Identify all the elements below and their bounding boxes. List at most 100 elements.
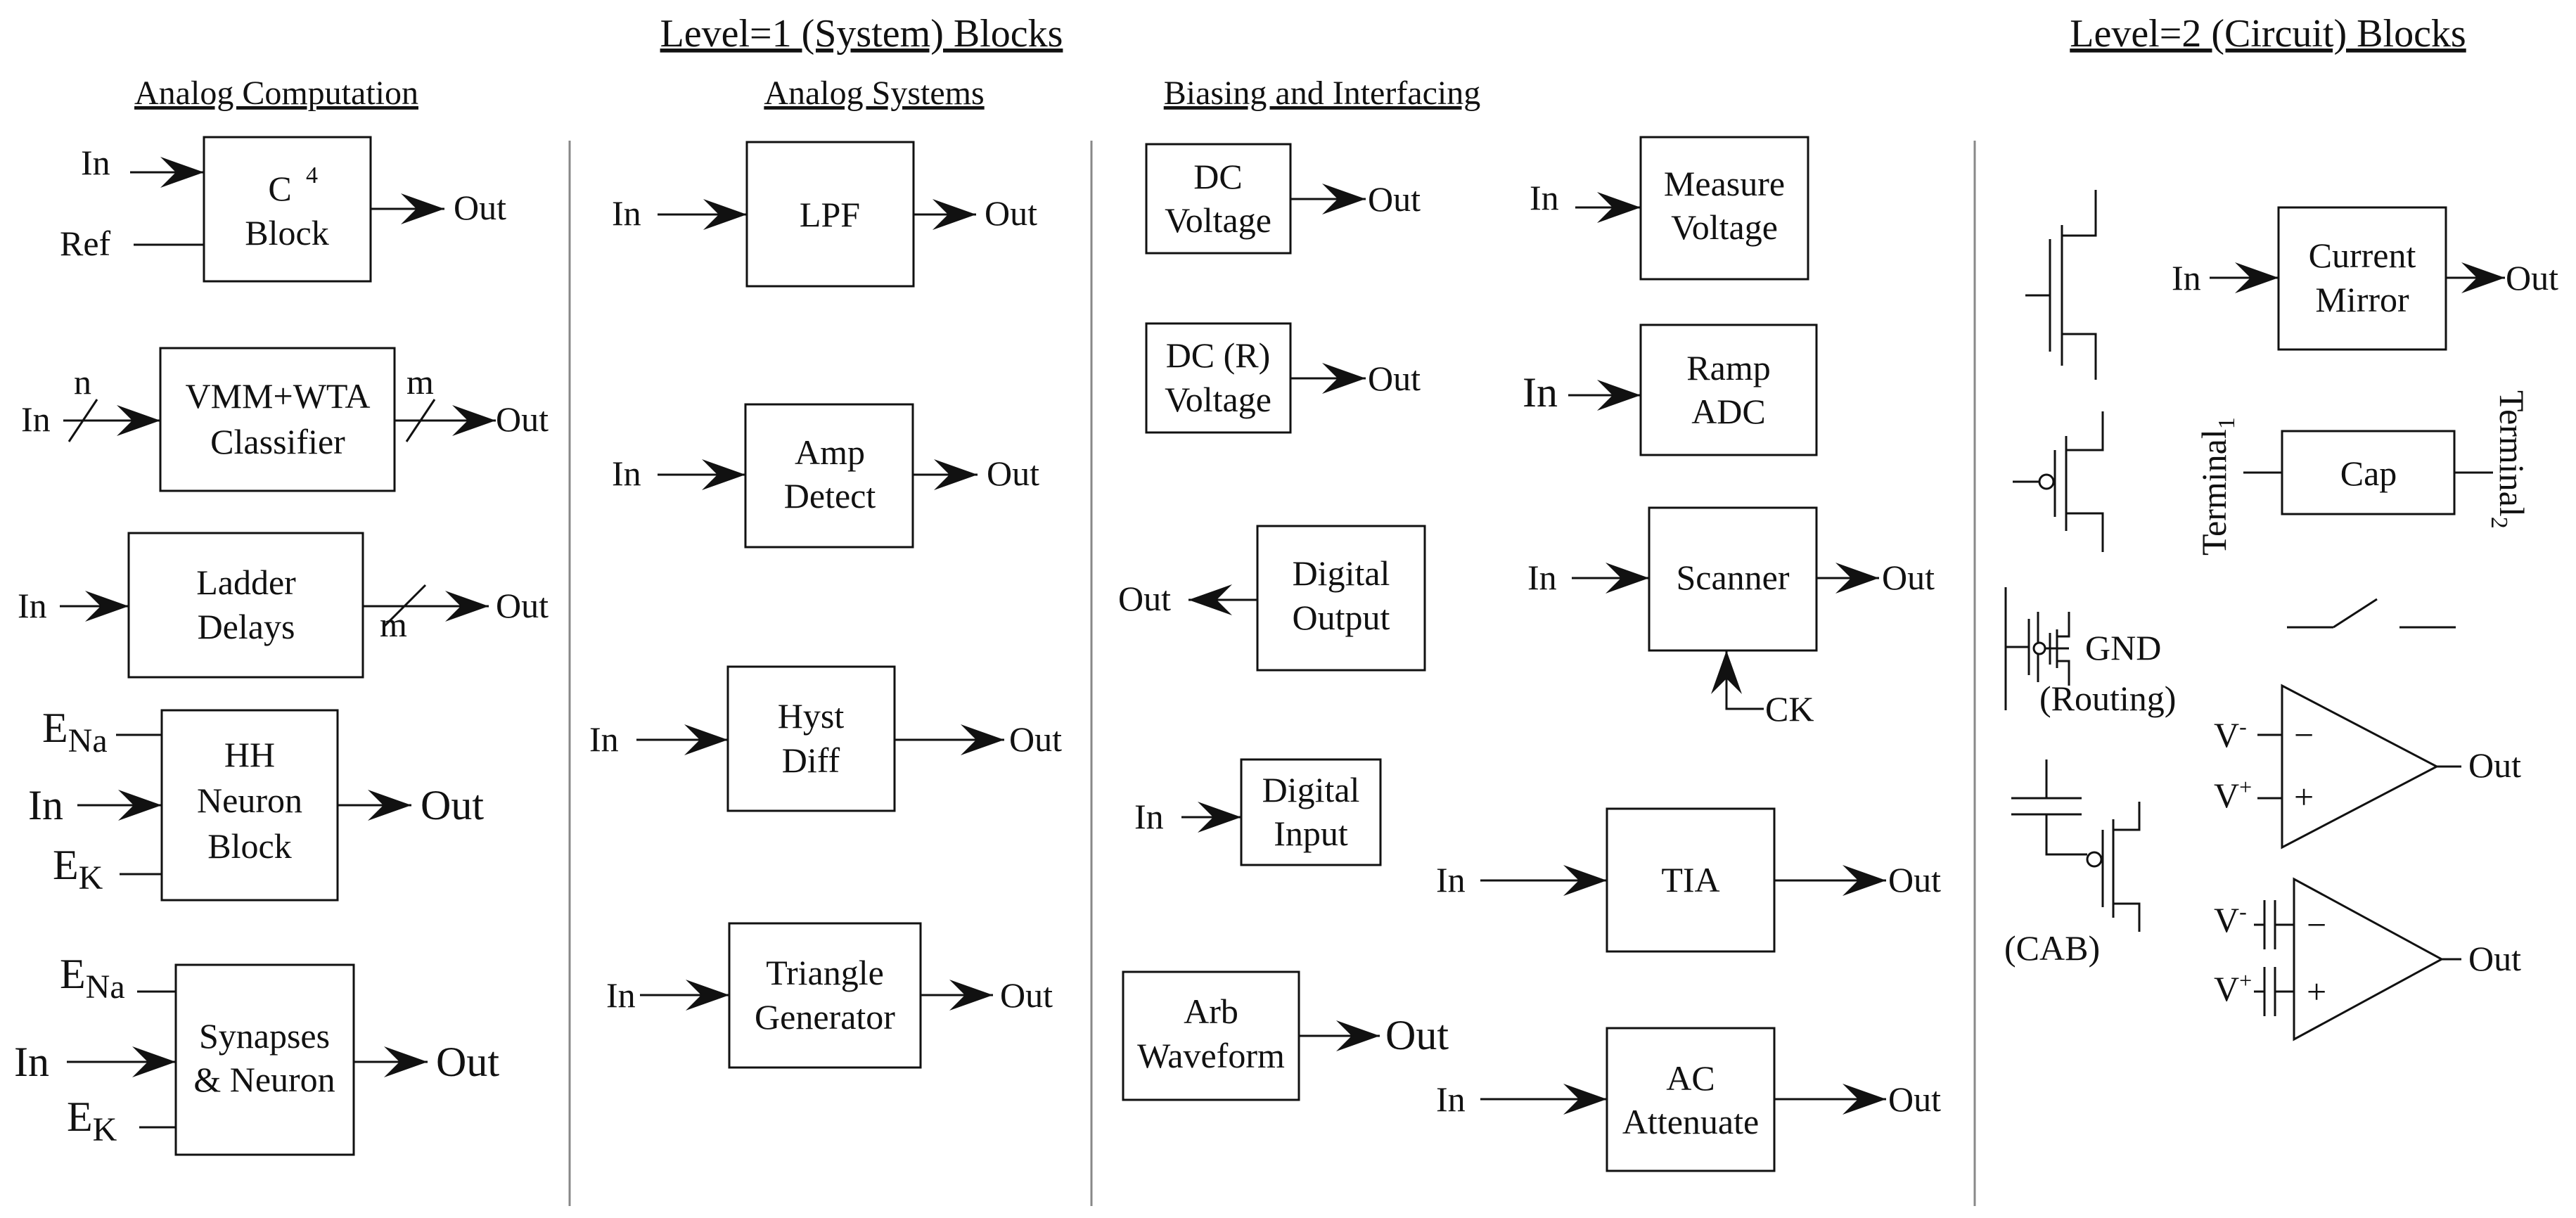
ek-label: EK (53, 842, 103, 897)
ramp-adc-label: Ramp (1686, 348, 1770, 387)
minus-sign: − (2294, 715, 2314, 755)
ramp-adc-label: ADC (1691, 392, 1766, 431)
ladder-label: Delays (198, 607, 295, 646)
c4-label: Block (245, 213, 328, 252)
arb-waveform-label: Waveform (1137, 1036, 1285, 1075)
in-label: In (1527, 558, 1557, 597)
measure-voltage-block: In Measure Voltage (1530, 136, 1809, 281)
bus-width-label: n (74, 362, 91, 402)
scanner-block: In Scanner Out CK (1527, 506, 1935, 729)
analog-computation-heading: Analog Computation (134, 75, 418, 112)
out-label: Out (987, 454, 1039, 493)
pfet-transistor-icon (2013, 411, 2104, 552)
out-label: Out (1000, 975, 1053, 1015)
out-label: Out (496, 586, 549, 625)
analog-systems-heading: Analog Systems (764, 75, 984, 112)
digital-output-label: Digital (1293, 553, 1390, 593)
digital-input-label: Input (1274, 814, 1348, 853)
out-label: Out (1888, 1079, 1941, 1119)
in-label: In (2172, 258, 2201, 297)
out-label: Out (985, 193, 1037, 233)
arb-waveform-block: Arb Waveform Out (1122, 970, 1449, 1101)
current-mirror-label: Current (2309, 236, 2416, 275)
out-label: Out (2468, 745, 2521, 785)
triangle-label: Triangle (766, 953, 884, 992)
hh-neuron-block-box (160, 709, 339, 902)
ac-attenuate-label: AC (1666, 1058, 1715, 1098)
out-label: Out (496, 399, 549, 439)
dc-voltage-block: DC Voltage Out (1145, 143, 1421, 255)
ladder-delays-block-box (127, 532, 364, 679)
ladder-label: Ladder (196, 563, 296, 602)
lpf-block: In LPF Out (612, 141, 1037, 288)
digital-output-block-box (1256, 525, 1426, 672)
vmm-label: Classifier (210, 422, 345, 461)
measure-voltage-block-box (1639, 136, 1809, 281)
current-mirror-block-box (2277, 206, 2447, 351)
nfet-transistor-icon (2025, 190, 2097, 380)
out-label: Out (2468, 939, 2521, 978)
in-label: In (1134, 797, 1164, 836)
tia-block: In TIA Out (1436, 807, 1941, 953)
dc-voltage-label: DC (1193, 157, 1242, 196)
digital-input-block-box (1240, 758, 1382, 866)
out-label: Out (1385, 1012, 1449, 1058)
hh-label: Block (207, 826, 291, 866)
bus-width-label: m (380, 605, 407, 644)
ramp-adc-block: In Ramp ADC (1523, 323, 1818, 456)
digital-input-label: Digital (1262, 770, 1360, 809)
dcr-voltage-block-box (1145, 322, 1292, 434)
in-label: In (1436, 860, 1466, 899)
v-plus-label: V+ (2214, 774, 2252, 815)
scanner-label: Scanner (1676, 558, 1789, 597)
cab-capacitor-fet-icon: (CAB) (2004, 759, 2141, 968)
in-label: In (589, 719, 619, 759)
vmm-wta-block-box (159, 347, 396, 492)
scanner-block-box (1648, 506, 1818, 652)
measure-voltage-label: Voltage (1671, 207, 1778, 247)
ramp-adc-block-box (1639, 323, 1818, 456)
lpf-block-box (745, 141, 915, 288)
floating-gate-op-amp-icon: V- V+ − + Out (2214, 877, 2521, 1041)
out-label: Out (436, 1039, 499, 1085)
ac-attenuate-block: In AC Attenuate Out (1436, 1027, 1941, 1172)
c4-superscript: 4 (306, 162, 318, 188)
dc-voltage-label: Voltage (1165, 200, 1271, 240)
digital-input-block: In Digital Input (1134, 758, 1382, 866)
tia-block-box (1606, 807, 1776, 953)
synapses-neuron-block-box (174, 963, 355, 1156)
arb-waveform-block-box (1122, 970, 1300, 1101)
bus-width-label: m (406, 362, 434, 402)
hyst-diff-block-box (726, 665, 896, 812)
routing-label: (Routing) (2039, 679, 2176, 718)
amp-detect-label: Amp (795, 432, 865, 472)
out-label: Out (1368, 179, 1421, 219)
out-label: Out (454, 188, 506, 227)
ena-label: ENa (42, 705, 108, 759)
hyst-diff-label: Hyst (778, 696, 845, 736)
arb-waveform-label: Arb (1184, 992, 1238, 1031)
out-label: Out (1118, 579, 1171, 618)
out-label: Out (2506, 258, 2558, 297)
in-label: In (612, 193, 641, 233)
synapses-label: & Neuron (193, 1060, 335, 1099)
c4-block-box (203, 136, 372, 283)
v-minus-label: V- (2214, 714, 2247, 755)
digital-output-label: Output (1293, 598, 1390, 637)
amp-detect-block: In Amp Detect Out (612, 403, 1039, 549)
out-label: Out (1368, 359, 1421, 398)
ck-label: CK (1765, 689, 1814, 729)
triangle-generator-block-box (728, 922, 922, 1069)
in-label: In (1530, 178, 1559, 217)
cap-block: Terminal1 Cap Terminal2 (2194, 390, 2532, 556)
synapses-label: Synapses (199, 1016, 330, 1056)
in-label: In (14, 1039, 49, 1085)
biasing-interfacing-heading: Biasing and Interfacing (1164, 75, 1481, 112)
cap-block-box (2281, 430, 2456, 515)
in-label: In (606, 975, 636, 1015)
vmm-label: VMM+WTA (185, 376, 370, 416)
amp-detect-block-box (744, 403, 914, 549)
in-label: In (1436, 1079, 1466, 1119)
ac-attenuate-label: Attenuate (1622, 1102, 1759, 1141)
